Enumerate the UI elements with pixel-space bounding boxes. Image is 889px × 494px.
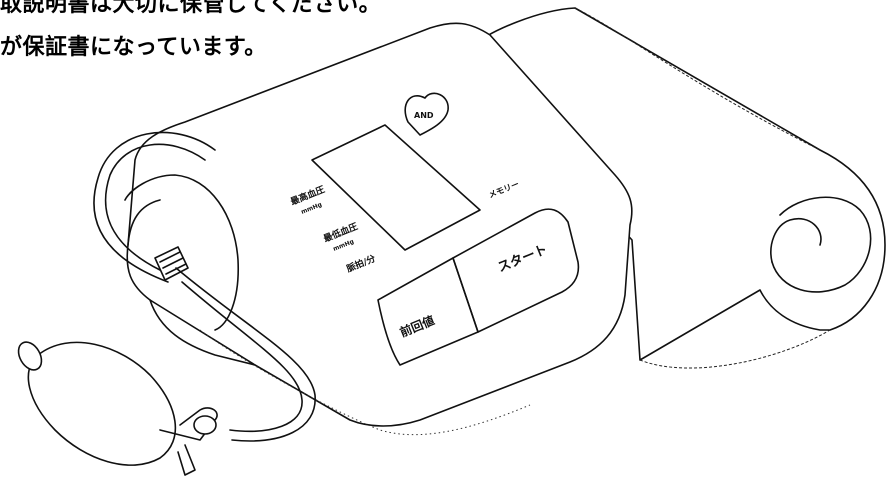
logo-text: AND — [414, 111, 434, 120]
caption-line-2: が保証書になっています。 — [0, 35, 267, 60]
inflation-bulb — [17, 341, 218, 476]
caption-line-1: 取説明書は大切に保管してください。 — [0, 0, 382, 17]
air-tube — [93, 131, 316, 442]
monitor-body — [124, 22, 633, 436]
logo-heart: AND — [404, 92, 449, 136]
